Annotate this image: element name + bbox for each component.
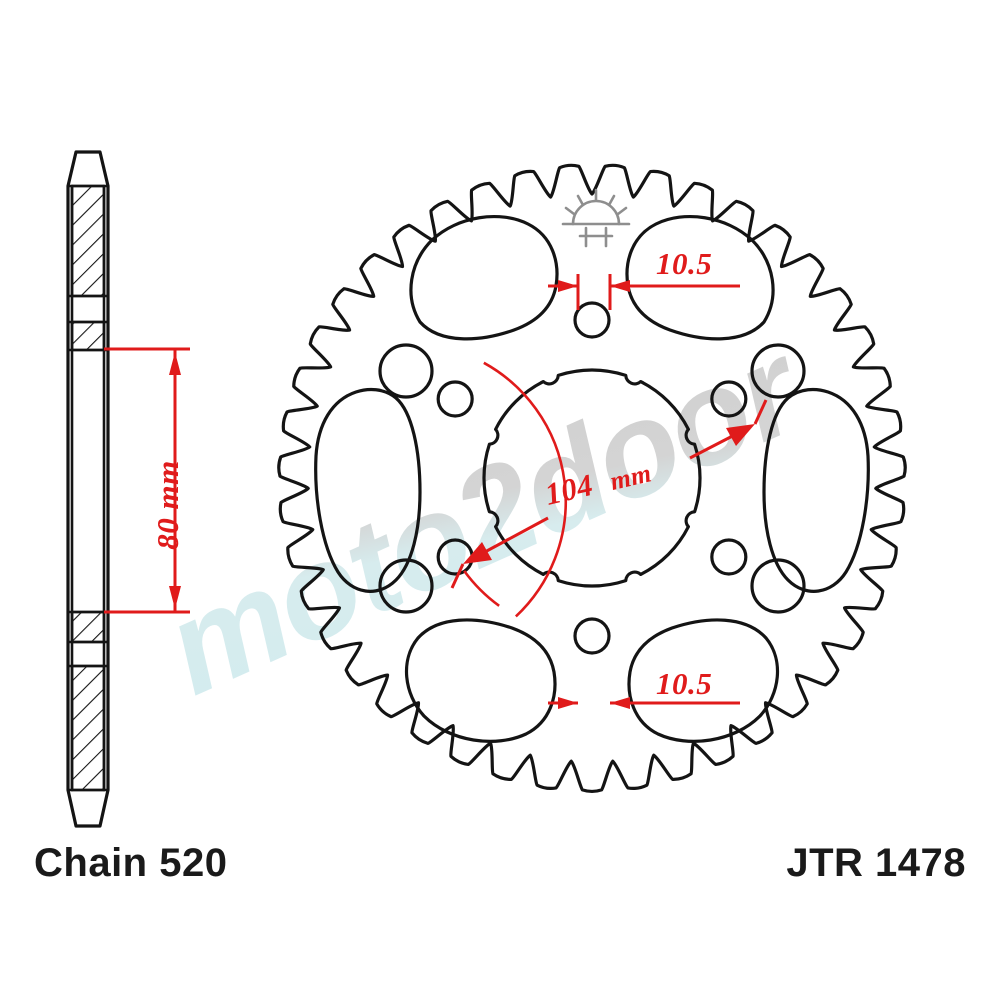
bolt-hole	[710, 380, 748, 418]
bolt-hole-top-dimension: 10.5	[548, 246, 740, 310]
sunrise-icon	[561, 188, 631, 248]
bolt-hole-top-dimension-label: 10.5	[656, 246, 712, 281]
bolt-hole	[436, 380, 474, 418]
sprocket-teeth-outline	[277, 163, 907, 794]
thickness-dimension-label: 80 mm	[150, 460, 185, 549]
section-hatching	[72, 186, 104, 790]
bolt-circle-dimension: 104 mm	[450, 361, 768, 618]
chain-label: Chain 520	[34, 841, 227, 885]
bolt-hole-bottom-dimension: 10.5	[548, 666, 740, 709]
round-relief-holes	[378, 343, 806, 614]
thickness-dimension: 80 mm	[104, 347, 190, 614]
bolt-hole	[573, 301, 611, 339]
center-bore-outline	[482, 368, 702, 588]
bolt-hole	[573, 617, 611, 655]
lightening-windows	[314, 214, 870, 743]
watermark: moto2door	[145, 311, 826, 722]
bolt-hole	[710, 538, 748, 576]
sprocket-face-view	[277, 163, 907, 794]
bolt-hole-bottom-dimension-label: 10.5	[656, 666, 712, 701]
profile-view	[66, 150, 110, 828]
part-number-label: JTR 1478	[786, 841, 966, 885]
watermark-text: moto2door	[145, 311, 826, 722]
